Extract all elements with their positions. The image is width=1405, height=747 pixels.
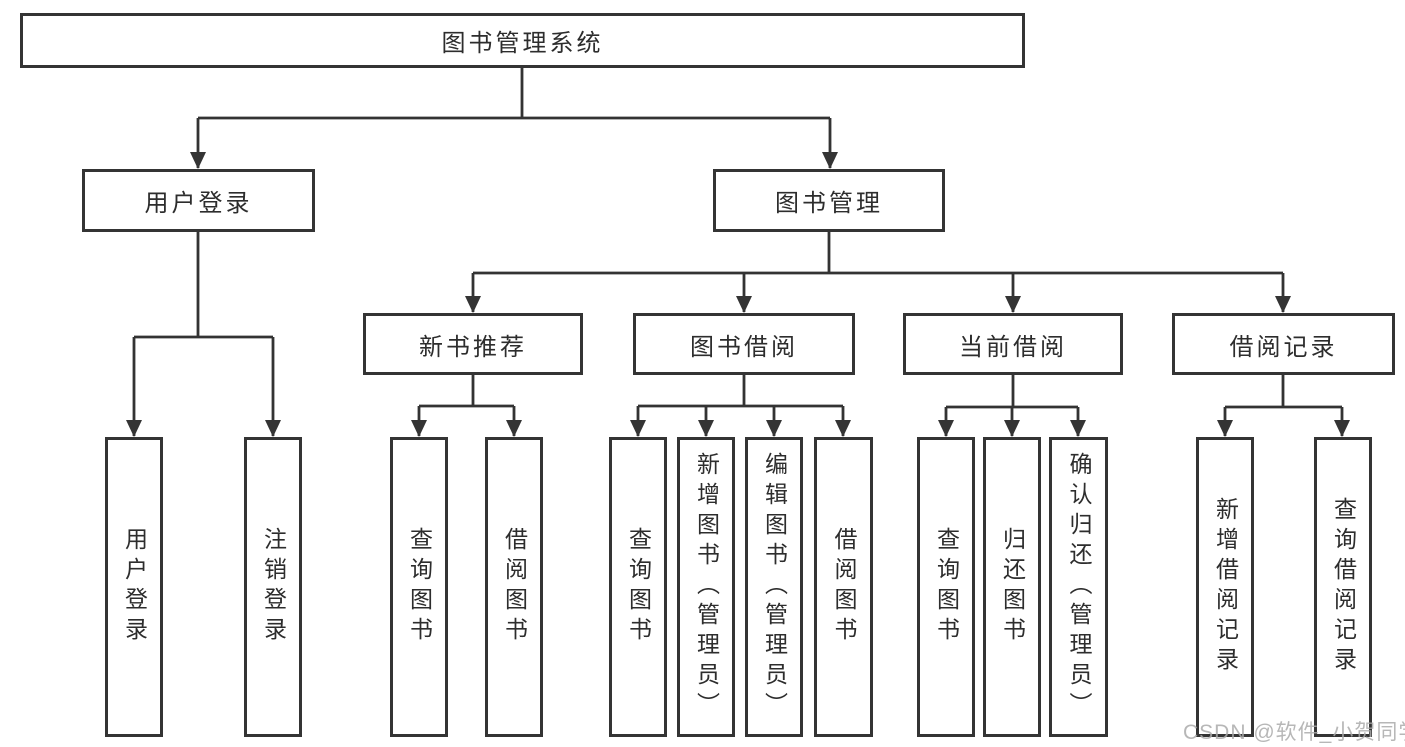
node-current-borrowing: 当前借阅	[903, 313, 1123, 375]
leaf-label: 用户登录	[121, 527, 148, 647]
leaf-label: 查询图书	[406, 527, 433, 647]
leaf-add-borrow-record: 新增借阅记录	[1196, 437, 1254, 737]
node-label: 图书管理	[775, 190, 883, 217]
node-label: 图书管理系统	[441, 30, 604, 57]
leaf-add-books-admin: 新增图书（管理员）	[677, 437, 735, 737]
leaf-confirm-return-admin: 确认归还（管理员）	[1049, 437, 1108, 737]
leaf-logout: 注销登录	[244, 437, 302, 737]
leaf-return-books: 归还图书	[983, 437, 1041, 737]
node-book-borrowing: 图书借阅	[633, 313, 855, 375]
node-library-system: 图书管理系统	[20, 13, 1025, 68]
leaf-label: 查询图书	[933, 527, 960, 647]
leaf-borrow-books-recommend: 借阅图书	[485, 437, 543, 737]
node-label: 借阅记录	[1229, 333, 1338, 361]
node-new-book-recommend: 新书推荐	[363, 313, 583, 375]
leaf-label: 借阅图书	[501, 527, 528, 647]
connector-new-recommend-children	[411, 375, 522, 437]
leaf-label: 借阅图书	[831, 527, 857, 647]
connector-user-login-children	[126, 232, 281, 437]
connector-book-borrowing-children	[630, 375, 851, 437]
node-label: 当前借阅	[959, 333, 1067, 361]
connector-root-to-level2	[190, 68, 838, 169]
leaf-edit-books-admin: 编辑图书（管理员）	[745, 437, 803, 737]
node-borrowing-records: 借阅记录	[1172, 313, 1395, 375]
node-label: 新书推荐	[419, 333, 527, 361]
node-book-management: 图书管理	[713, 169, 945, 232]
leaf-query-books-recommend: 查询图书	[390, 437, 448, 737]
leaf-label: 查询借阅记录	[1330, 497, 1357, 677]
leaf-label: 确认归还（管理员）	[1066, 452, 1092, 722]
node-label: 用户登录	[144, 190, 253, 217]
connector-book-management-children	[465, 232, 1291, 313]
leaf-borrow-books-borrowing: 借阅图书	[814, 437, 873, 737]
leaf-query-books-current: 查询图书	[917, 437, 975, 737]
leaf-label: 新增借阅记录	[1212, 497, 1239, 677]
leaf-label: 新增图书（管理员）	[693, 452, 720, 722]
connector-current-borrowing-children	[938, 375, 1086, 437]
leaf-user-login: 用户登录	[105, 437, 163, 737]
leaf-label: 查询图书	[625, 527, 652, 647]
node-label: 图书借阅	[690, 333, 798, 361]
connector-borrow-records-children	[1217, 375, 1350, 437]
leaf-label: 归还图书	[999, 527, 1026, 647]
leaf-query-books-borrowing: 查询图书	[609, 437, 667, 737]
node-user-login: 用户登录	[82, 169, 315, 232]
leaf-label: 注销登录	[260, 527, 287, 647]
csdn-watermark: CSDN @软件_小贺同学	[1183, 721, 1405, 744]
leaf-label: 编辑图书（管理员）	[761, 452, 788, 722]
leaf-query-borrow-record: 查询借阅记录	[1314, 437, 1372, 737]
